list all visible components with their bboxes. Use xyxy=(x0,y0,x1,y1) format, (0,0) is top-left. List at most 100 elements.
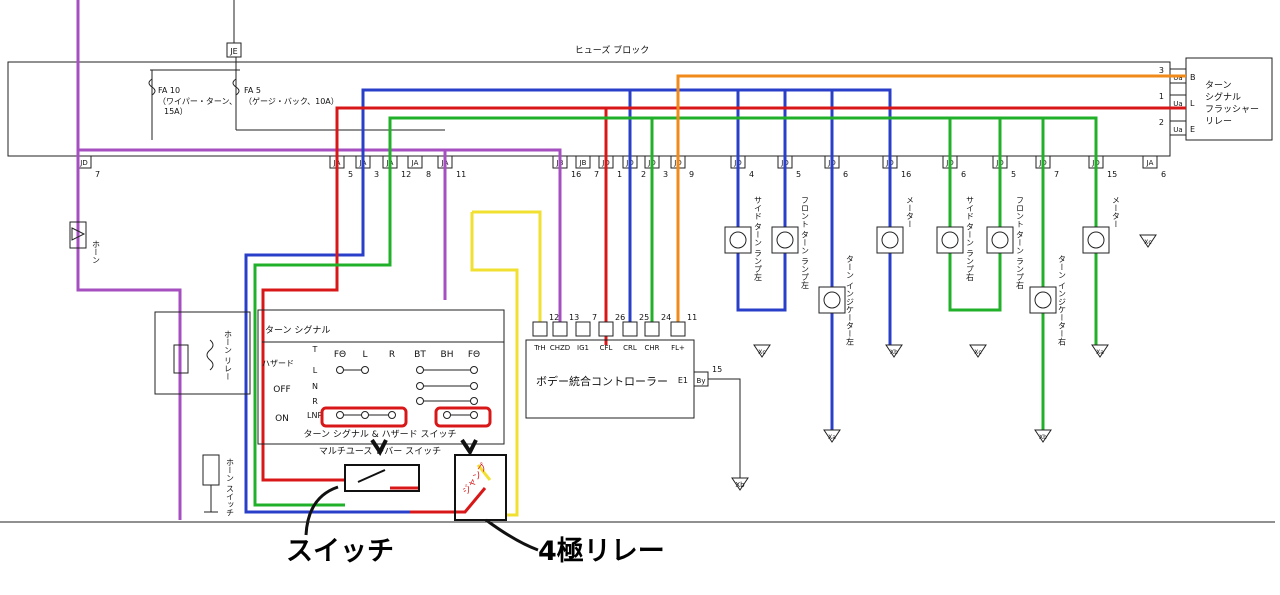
lamp-group: サイド ターン ランプ左フロント ターン ランプ左ターン インジケーター左メータ… xyxy=(724,196,1157,443)
ground-label: Xa xyxy=(828,434,836,441)
horn-relay-contact-icon xyxy=(173,344,189,374)
controller-pin-number: 12 xyxy=(549,313,559,322)
ground-icon xyxy=(1034,429,1052,443)
controller-pin-label: TrH xyxy=(533,344,545,352)
switch-contact-dot xyxy=(470,411,478,419)
switch-contact-dot xyxy=(470,366,478,374)
controller-pin-connector xyxy=(532,321,548,337)
switch-table-column: FΘ xyxy=(334,350,346,360)
controller-pin-connector xyxy=(622,321,638,337)
horn-symbol xyxy=(69,221,87,249)
switch-contact-dot xyxy=(416,397,424,405)
horn-icon xyxy=(71,227,86,241)
lamp-label: メーター xyxy=(1112,196,1121,228)
ground-icon xyxy=(823,429,841,443)
lamp-bulb-box xyxy=(771,226,799,254)
purple-wire-chzd xyxy=(445,148,562,330)
lamp-label: ターン インジケーター右 xyxy=(1058,255,1067,347)
controller-pin-number: 25 xyxy=(639,313,649,322)
flasher-relay-pin-number: 1 xyxy=(1159,92,1164,101)
switch-callout-line xyxy=(304,485,339,536)
highlight-turn-on xyxy=(320,406,408,428)
upper-connector-pin: 15 xyxy=(1107,170,1117,179)
ground-icon xyxy=(1091,344,1109,358)
flasher-relay-pin-label: L xyxy=(1190,99,1195,108)
fuse-fa10-label: FA 10 xyxy=(158,86,180,95)
horn-relay-label: ホーン リレー xyxy=(224,330,233,381)
fuse-fa5-desc: （ゲージ・バック、10A） xyxy=(244,96,339,106)
controller-pin-label: IG1 xyxy=(577,344,589,352)
annotation-relay: 4極リレー xyxy=(538,536,665,567)
arrow-down-icon xyxy=(370,438,388,456)
lamp-bulb-icon xyxy=(729,231,747,249)
fuse-block-title: ヒューズ ブロック xyxy=(575,44,649,56)
lamp-label: サイド ターン ランプ右 xyxy=(966,196,975,282)
switch-table-caption: ターン シグナル & ハザード スイッチ xyxy=(303,428,456,440)
flasher-relay-connector-code: Ua xyxy=(1173,100,1182,108)
upper-connector-pin: 7 xyxy=(95,170,100,179)
horn-switch-label: ホーン スイッチ xyxy=(226,458,235,517)
upper-connector-pin: 9 xyxy=(689,170,694,179)
flasher-relay-connector xyxy=(1169,120,1187,136)
switch-table-column: FΘ xyxy=(468,350,480,360)
yellow-wire-loop xyxy=(470,212,519,517)
lamp-label: フロント ターン ランプ右 xyxy=(1016,196,1025,290)
blue-wire-loop xyxy=(244,160,455,514)
ground-label: Xb xyxy=(890,349,898,356)
upper-connector-pin: 16 xyxy=(571,170,581,179)
ground-label: Xa xyxy=(1096,349,1104,356)
flasher-relay-label-line: フラッシャー xyxy=(1205,104,1259,115)
controller-pin-number: 24 xyxy=(661,313,671,322)
upper-connector-pin: 12 xyxy=(401,170,411,179)
switch-contact-dot xyxy=(336,366,344,374)
lamp-bulb-icon xyxy=(991,231,1009,249)
switch-contact-dot xyxy=(361,366,369,374)
lamp-label: フロント ターン ランプ左 xyxy=(801,196,810,289)
horn-switch-symbol xyxy=(202,454,220,486)
lamp-bulb-box xyxy=(986,226,1014,254)
upper-connector-pin: 5 xyxy=(796,170,801,179)
ground-label: Xb xyxy=(1039,434,1047,441)
switch-table-column: BT xyxy=(414,350,426,360)
ground-icon xyxy=(969,344,987,358)
flasher-relay-pin-label: B xyxy=(1190,73,1196,82)
switch-table-column: L xyxy=(362,350,367,360)
four-pole-relay-box xyxy=(454,454,507,521)
flasher-relay-label-line: ターン xyxy=(1205,80,1232,91)
ground-icon xyxy=(753,344,771,358)
lamp-bulb-icon xyxy=(881,231,899,249)
relay-callout-line xyxy=(485,518,539,552)
upper-connector-pin: 4 xyxy=(749,170,754,179)
switch-table-row-header: L xyxy=(313,366,318,375)
horn-relay-coil-icon xyxy=(206,339,214,371)
ground-icon xyxy=(1139,234,1157,248)
controller-pin-connector xyxy=(575,321,591,337)
green-wire-loop xyxy=(253,160,392,507)
lamp-bulb-icon xyxy=(1087,231,1105,249)
controller-pin-number: 26 xyxy=(615,313,625,322)
upper-connector-pin: 6 xyxy=(1161,170,1166,179)
lamp-bulb-box xyxy=(724,226,752,254)
annotation-switch: スイッチ xyxy=(286,536,394,567)
controller-pin-number: 13 xyxy=(569,313,579,322)
controller-pin-number: 7 xyxy=(592,313,597,322)
switch-table-header: ターン シグナル xyxy=(265,324,330,336)
upper-connector-pin: 8 xyxy=(426,170,431,179)
svg-text:By: By xyxy=(697,377,706,385)
lamp-bulb-icon xyxy=(941,231,959,249)
controller-ground-pin: E1 xyxy=(678,376,688,385)
upper-connector-pin: 7 xyxy=(594,170,599,179)
switch-table-row-header: LNR xyxy=(307,411,323,420)
switch-contact-dot xyxy=(416,382,424,390)
upper-connector-pin: 1 xyxy=(617,170,622,179)
flasher-relay-connector-code: Ua xyxy=(1173,126,1182,134)
red-wire-top xyxy=(335,106,1186,160)
ground-icon xyxy=(885,344,903,358)
switch-table-row-header: R xyxy=(312,397,318,406)
green-wire-right-lamps xyxy=(948,118,1002,312)
flasher-relay-label-line: リレー xyxy=(1205,117,1232,127)
upper-connectors: JD7JA5JA3JA12JA8JA11JB16JB7JD1JD2JD3JD9J… xyxy=(76,155,1166,179)
